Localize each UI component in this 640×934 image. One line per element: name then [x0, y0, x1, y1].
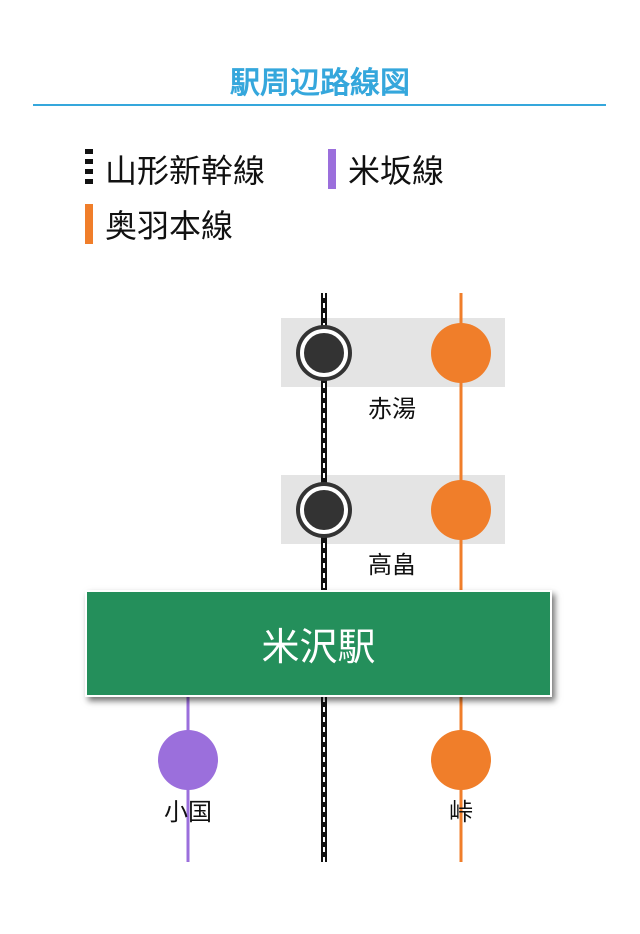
main-station-label: 米沢駅 — [261, 625, 376, 669]
station-marker-toge — [431, 730, 491, 790]
station-marker-akayu-shinkansen — [296, 325, 352, 381]
legend-swatch-yonesaka — [328, 149, 336, 189]
station-label-toge: 峠 — [449, 798, 473, 826]
page-title: 駅周辺路線図 — [230, 66, 410, 101]
main-station-box: 米沢駅 — [85, 590, 552, 697]
legend-item-shinkansen: 山形新幹線 — [85, 147, 265, 191]
legend-item-ou: 奥羽本線 — [85, 202, 233, 246]
station-label-akayu: 赤湯 — [368, 395, 416, 423]
station-label-oguni: 小国 — [164, 798, 212, 826]
station-label-takahata: 高畠 — [368, 551, 416, 579]
station-marker-takahata-ou — [431, 480, 491, 540]
legend-label-yonesaka: 米坂線 — [348, 152, 445, 190]
legend-item-yonesaka: 米坂線 — [328, 147, 444, 191]
legend-swatch-ou — [85, 204, 93, 244]
legend-swatch-shinkansen — [85, 149, 93, 189]
station-marker-takahata-shinkansen — [296, 482, 352, 538]
station-marker-akayu-ou — [431, 323, 491, 383]
legend-label-ou: 奥羽本線 — [105, 207, 234, 245]
legend-label-shinkansen: 山形新幹線 — [105, 152, 266, 190]
station-marker-oguni — [158, 730, 218, 790]
title-underline — [33, 104, 606, 106]
